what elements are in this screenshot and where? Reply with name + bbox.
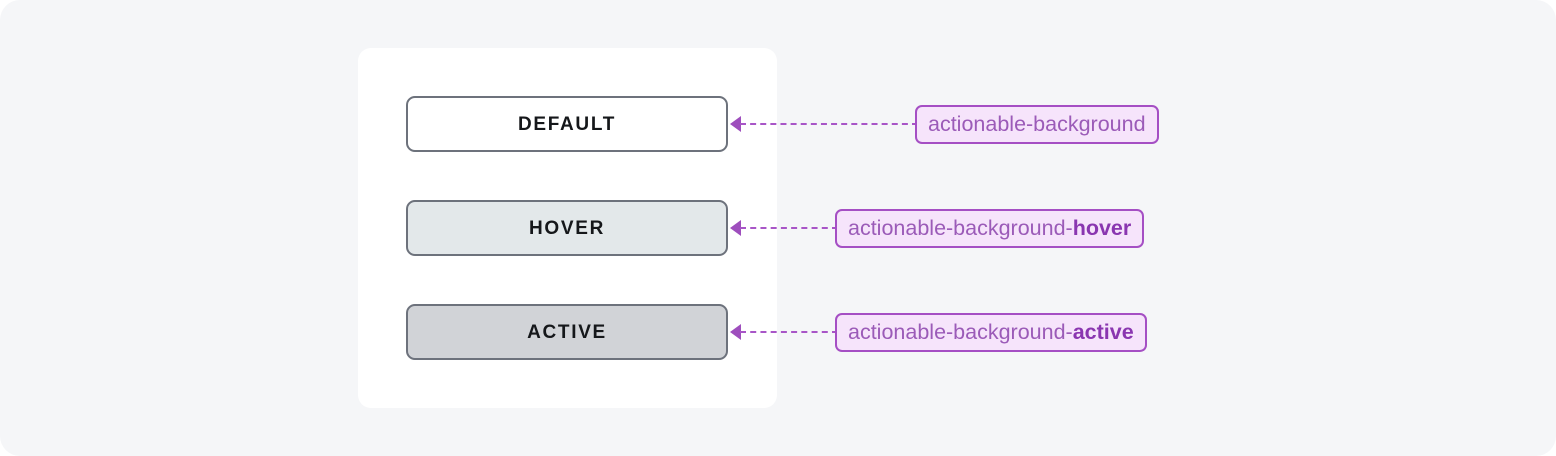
- token-chip-hover-text: actionable-background-hover: [848, 215, 1132, 240]
- arrow-left-icon: [730, 324, 741, 340]
- token-chip-default: actionable-background: [915, 105, 1159, 144]
- button-default-label: DEFAULT: [517, 113, 617, 135]
- arrow-left-icon: [730, 116, 741, 132]
- connector-active: [730, 321, 838, 343]
- button-hover[interactable]: HOVER: [406, 200, 728, 256]
- dashed-line: [740, 123, 918, 125]
- token-chip-default-text: actionable-background: [928, 111, 1146, 136]
- button-default[interactable]: DEFAULT: [406, 96, 728, 152]
- token-chip-active-text: actionable-background-active: [848, 319, 1134, 344]
- button-active-label: ACTIVE: [527, 321, 607, 343]
- dashed-line: [740, 331, 838, 333]
- button-hover-label: HOVER: [528, 217, 606, 239]
- arrow-left-icon: [730, 220, 741, 236]
- button-active[interactable]: ACTIVE: [406, 304, 728, 360]
- dashed-line: [740, 227, 838, 229]
- connector-default: [730, 113, 918, 135]
- token-chip-active: actionable-background-active: [835, 313, 1147, 352]
- connector-hover: [730, 217, 838, 239]
- token-chip-hover: actionable-background-hover: [835, 209, 1145, 248]
